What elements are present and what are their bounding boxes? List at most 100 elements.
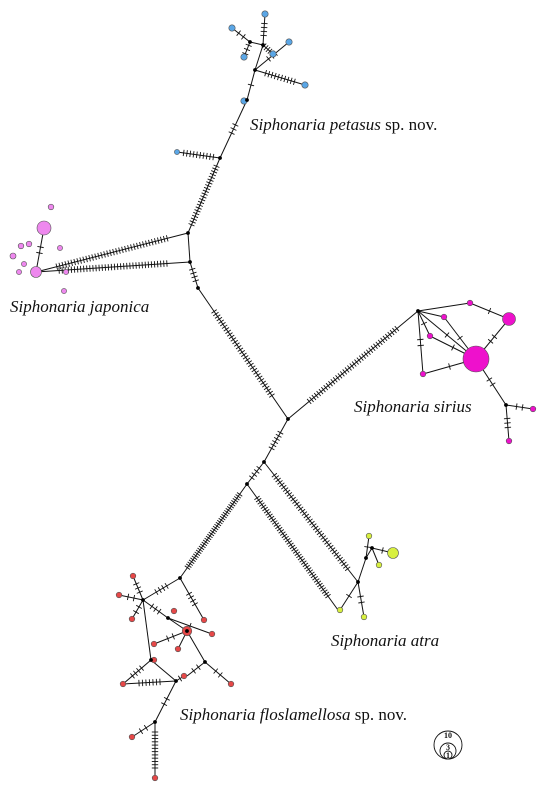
mutation-tick — [193, 211, 200, 216]
mutation-tick — [211, 527, 218, 533]
network-edge-1 — [189, 261, 199, 289]
median-vector — [178, 576, 182, 580]
mutation-tick — [299, 558, 306, 563]
mutation-tick — [275, 433, 282, 438]
mutation-tick — [164, 582, 169, 589]
mutation-tick — [264, 69, 267, 77]
network-edge-49 — [153, 630, 188, 645]
mutation-tick — [231, 500, 237, 505]
mutation-tick — [247, 362, 254, 368]
mutation-tick — [251, 472, 258, 477]
mutation-tick — [215, 521, 222, 527]
mutation-tick — [275, 477, 281, 483]
mutation-tick — [76, 258, 79, 265]
mutation-tick — [335, 554, 342, 560]
mutation-tick — [276, 526, 283, 532]
mutation-tick — [280, 484, 287, 490]
mutation-tick — [297, 555, 304, 561]
mutation-tick — [218, 319, 225, 324]
haplotype-node-floslamellosa — [128, 733, 136, 741]
mutation-tick — [230, 127, 237, 131]
mutation-tick — [258, 378, 265, 383]
mutation-tick — [188, 223, 195, 227]
mutation-tick — [197, 200, 205, 205]
mutation-tick — [221, 324, 228, 329]
mutation-tick — [70, 259, 73, 267]
mutation-tick — [185, 563, 192, 568]
mutation-tick — [321, 589, 328, 594]
mutation-tick — [67, 260, 70, 267]
mutation-tick — [277, 430, 284, 435]
haplotype-node-japonica — [30, 266, 42, 278]
median-vector — [166, 616, 170, 620]
mutation-tick — [305, 516, 311, 521]
mutation-tick — [136, 242, 139, 250]
mutation-tick — [306, 398, 312, 405]
mutation-tick — [288, 542, 294, 548]
mutation-tick — [73, 258, 76, 266]
mutation-tick — [368, 347, 374, 353]
haplotype-node-sirius — [505, 437, 513, 445]
mutation-tick — [136, 590, 143, 594]
haplotype-node-floslamellosa — [170, 607, 178, 615]
mutation-tick — [318, 532, 325, 538]
mutation-tick — [206, 181, 213, 185]
mutation-tick — [118, 247, 121, 254]
mutation-tick — [64, 261, 67, 268]
mutation-tick — [312, 576, 318, 581]
haplotype-node-sirius — [502, 312, 516, 326]
mutation-tick — [375, 341, 381, 348]
haplotype-node-sirius — [426, 332, 434, 340]
mutation-tick — [246, 360, 253, 365]
haplotype-node-sirius — [419, 370, 427, 378]
mutation-tick — [209, 172, 217, 177]
mutation-tick — [278, 529, 285, 534]
mutation-tick — [267, 513, 273, 518]
mutation-tick — [316, 530, 323, 536]
haplotype-node-atra — [360, 613, 368, 621]
mutation-tick — [357, 595, 364, 598]
mutation-tick — [124, 245, 127, 253]
mutation-tick — [222, 511, 229, 517]
mutation-tick — [200, 195, 207, 199]
mutation-tick — [91, 254, 94, 261]
mutation-tick — [289, 544, 296, 550]
mutation-tick — [154, 238, 157, 245]
mutation-tick — [271, 472, 278, 478]
mutation-tick — [333, 552, 340, 557]
mutation-tick — [307, 569, 314, 574]
median-vector — [185, 629, 189, 633]
mutation-tick — [37, 246, 44, 249]
mutation-tick — [323, 591, 330, 597]
mutation-tick — [188, 595, 195, 600]
mutation-tick — [191, 602, 198, 607]
mutation-tick — [161, 702, 168, 707]
network-edge-0 — [197, 287, 289, 420]
mutation-tick — [226, 332, 233, 337]
mutation-tick — [136, 667, 141, 674]
mutation-tick — [253, 370, 260, 375]
mutation-tick — [188, 559, 195, 564]
mutation-tick — [224, 509, 230, 515]
mutation-tick — [373, 343, 378, 350]
mutation-tick — [214, 523, 220, 529]
haplotype-node-sirius — [466, 299, 474, 307]
mutation-tick — [491, 334, 498, 340]
mutation-tick — [189, 598, 196, 603]
scale-circle-small — [443, 750, 453, 760]
mutation-tick — [330, 378, 336, 385]
mutation-tick — [82, 256, 85, 263]
network-edge-16 — [249, 41, 264, 46]
mutation-tick — [451, 344, 455, 351]
median-vector — [149, 658, 153, 662]
mutation-tick — [318, 584, 325, 590]
mutation-tick — [295, 504, 302, 509]
mutation-tick — [279, 482, 285, 488]
mutation-tick — [201, 541, 208, 547]
mutation-tick — [320, 587, 327, 592]
mutation-tick — [58, 262, 62, 270]
haplotype-node-japonica — [63, 269, 69, 275]
mutation-tick — [133, 582, 140, 586]
haplotype-node-japonica — [61, 288, 67, 294]
network-edge-50 — [186, 630, 206, 663]
